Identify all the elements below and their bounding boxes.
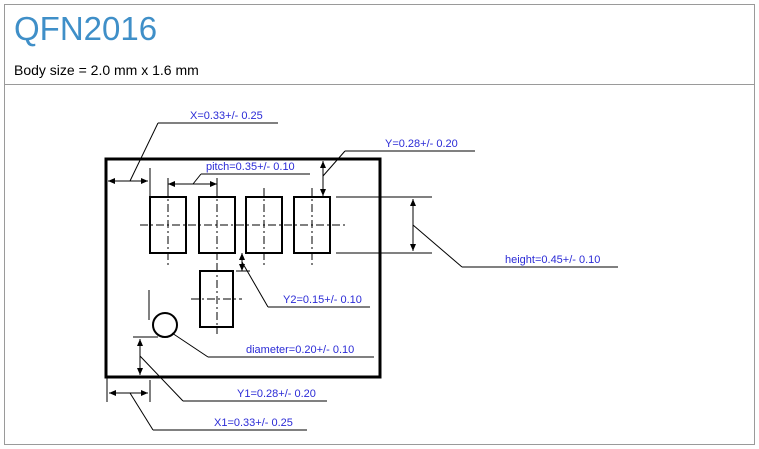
x-dimension: [108, 122, 278, 197]
package-body-outline: [104, 157, 382, 379]
header-divider: [4, 84, 755, 85]
y-dimension-label: Y=0.28+/- 0.20: [385, 138, 458, 150]
x1-dimension-label: X1=0.33+/- 0.25: [214, 417, 293, 429]
page-subtitle: Body size = 2.0 mm x 1.6 mm: [14, 62, 199, 78]
height-dimension-label: height=0.45+/- 0.10: [505, 254, 600, 266]
y2-dimension-label: Y2=0.15+/- 0.10: [283, 294, 362, 306]
x1-dimension: [106, 378, 307, 431]
pin1-marker-circle: [152, 312, 178, 338]
y2-dimension: [236, 253, 370, 308]
x-dimension-label: X=0.33+/- 0.25: [190, 110, 263, 122]
diameter-label: diameter=0.20+/- 0.10: [246, 344, 354, 356]
height-dimension: [336, 196, 618, 268]
page-frame: [4, 4, 755, 445]
pitch-dimension-label: pitch=0.35+/- 0.10: [206, 161, 295, 173]
center-pad-centerlines: [191, 264, 242, 334]
y-dimension: [320, 150, 475, 196]
y1-dimension: [133, 336, 327, 402]
pitch-dimension: [167, 173, 310, 190]
y1-dimension-label: Y1=0.28+/- 0.20: [237, 388, 316, 400]
diameter-leader: [171, 332, 374, 358]
pad-centerlines: [140, 188, 345, 265]
page-title: QFN2016: [14, 10, 158, 47]
